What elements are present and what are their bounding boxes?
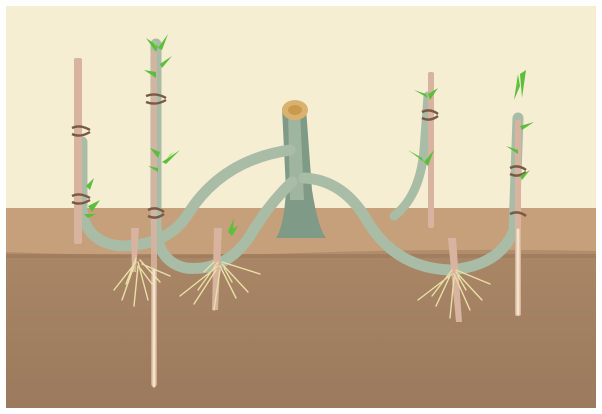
stake-left	[74, 58, 82, 244]
underground-soil	[6, 254, 596, 408]
stump-cut-ring	[288, 105, 302, 115]
